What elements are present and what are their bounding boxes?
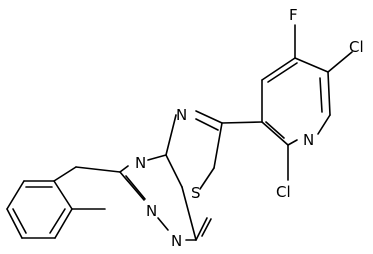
chlorine-label-bottom: Cl (276, 183, 291, 201)
fluorine-label: F (289, 6, 298, 24)
chlorine-label-top: Cl (349, 38, 364, 56)
sulfur-label: S (191, 184, 201, 202)
thiadiazole-nitrogen-label: N (176, 106, 187, 124)
triazole-nitrogen-label-2: N (171, 232, 182, 250)
atom-labels: F Cl Cl N N S N N N (135, 6, 364, 250)
fused-nitrogen-label: N (135, 154, 146, 172)
pyridine-nitrogen-label: N (303, 131, 314, 149)
triazole-nitrogen-label-1: N (146, 202, 157, 220)
bond-lines (6, 24, 353, 241)
